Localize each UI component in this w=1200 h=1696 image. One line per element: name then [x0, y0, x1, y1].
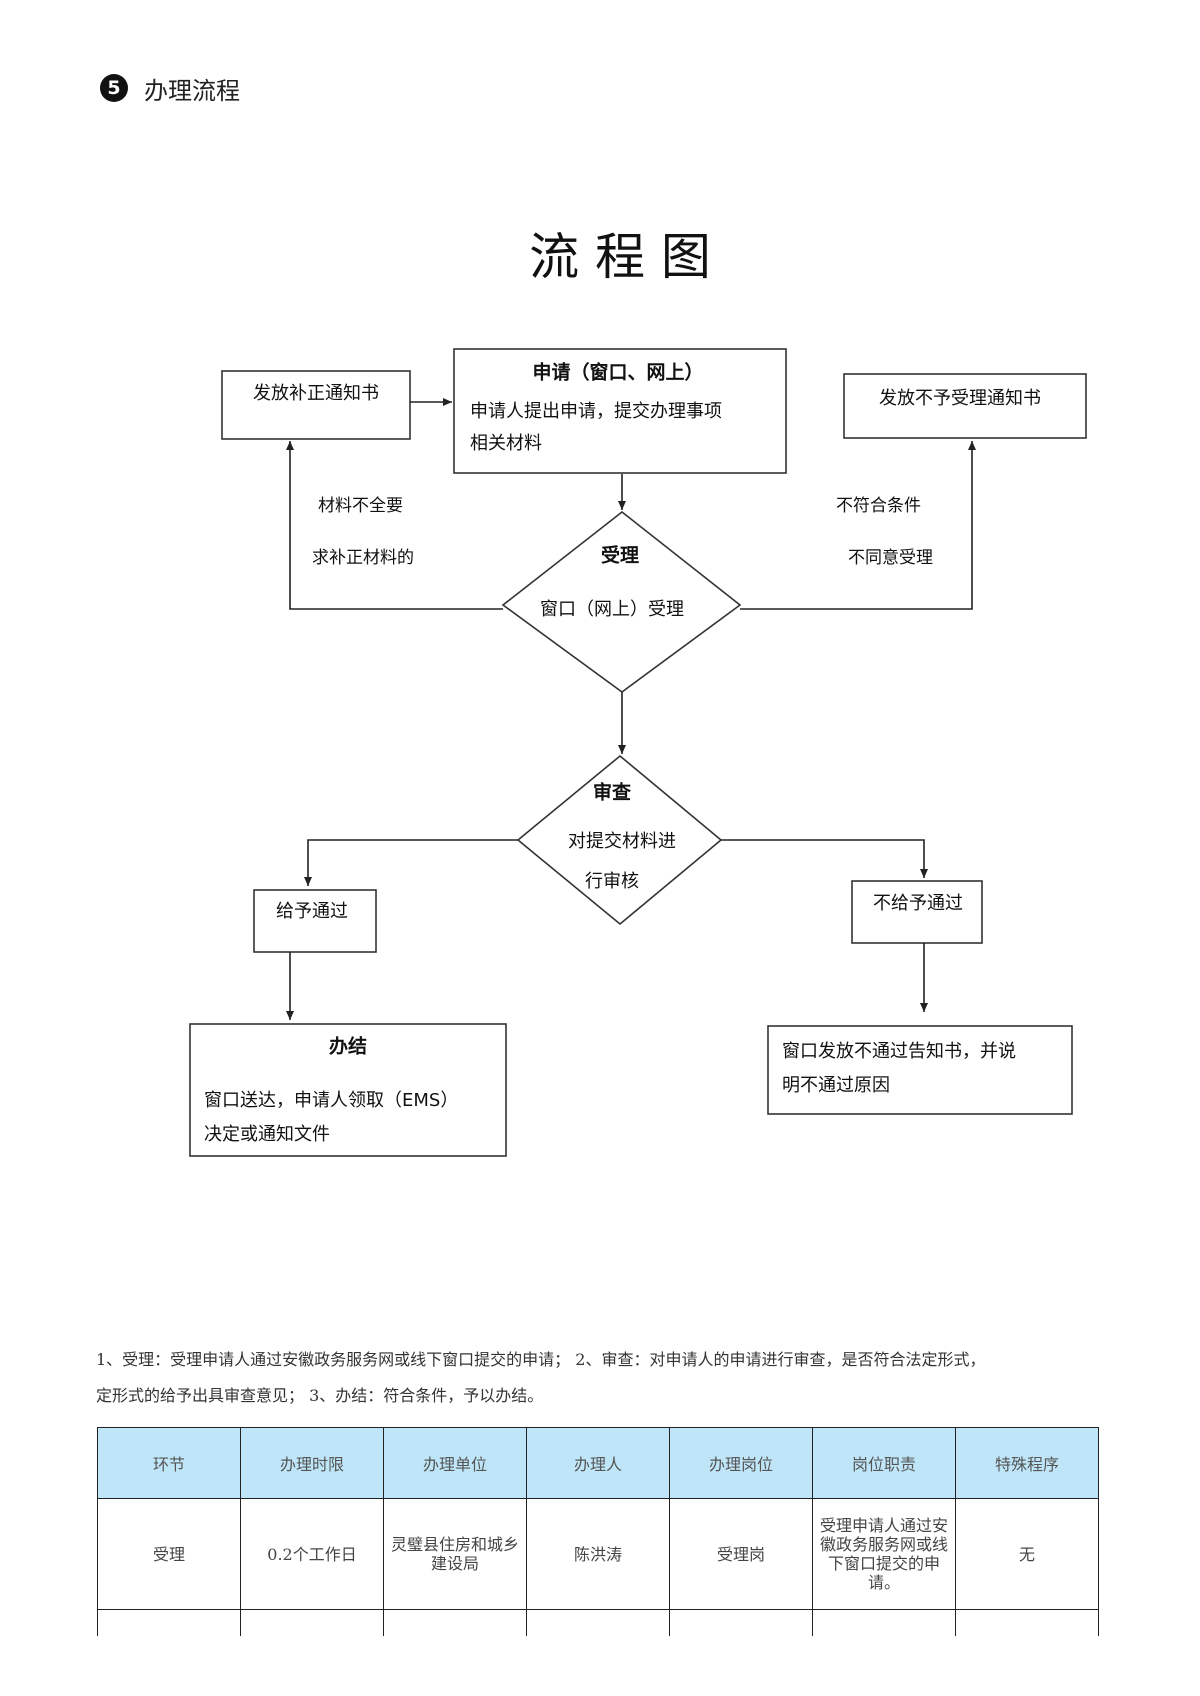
cell-unit: 灵璧县住房和城乡建设局	[383, 1498, 527, 1610]
cell-empty	[669, 1609, 813, 1636]
fail-box	[851, 880, 983, 944]
complete-title: 办结	[329, 1035, 367, 1058]
cell-post: 受理岗	[669, 1498, 813, 1610]
correction-notice-box	[221, 370, 411, 440]
cell-empty	[812, 1609, 956, 1636]
header-handler: 办理人	[526, 1427, 670, 1499]
cell-time-limit: 0.2个工作日	[240, 1498, 384, 1610]
header-unit: 办理单位	[383, 1427, 527, 1499]
section-title: 办理流程	[144, 76, 240, 105]
process-description: 1、受理：受理申请人通过安徽政务服务网或线下窗口提交的申请； 2、审查：对申请人…	[96, 1342, 1106, 1414]
label-unqualified-1: 不符合条件	[836, 496, 921, 516]
cell-duties: 受理申请人通过安徽政务服务网或线下窗口提交的申请。	[812, 1498, 956, 1610]
label-incomplete-1: 材料不全要	[318, 496, 403, 516]
cell-empty	[526, 1609, 670, 1636]
fail-notice-line-2: 明不通过原因	[782, 1075, 890, 1096]
apply-box	[453, 348, 787, 474]
fail-text: 不给予通过	[873, 893, 963, 914]
accept-title: 受理	[601, 544, 639, 567]
complete-line-1: 窗口送达，申请人领取（EMS）	[204, 1090, 458, 1111]
cell-handler: 陈洪涛	[526, 1498, 670, 1610]
header-special: 特殊程序	[955, 1427, 1099, 1499]
pass-text: 给予通过	[276, 901, 348, 922]
review-title: 审查	[593, 781, 632, 804]
complete-box	[189, 1023, 507, 1157]
reject-notice-text: 发放不予受理通知书	[879, 388, 1041, 409]
fail-notice-line-1: 窗口发放不通过告知书，并说	[782, 1041, 1016, 1062]
cell-empty	[240, 1609, 384, 1636]
fail-notice-box	[767, 1025, 1073, 1115]
description-line-1: 1、受理：受理申请人通过安徽政务服务网或线下窗口提交的申请； 2、审查：对申请人…	[96, 1350, 986, 1369]
reject-notice-box	[843, 373, 1087, 439]
accept-line-1: 窗口（网上）受理	[540, 599, 684, 620]
cell-empty	[383, 1609, 527, 1636]
arrow-review-to-pass	[304, 839, 518, 886]
description-line-2: 定形式的给予出具审查意见； 3、办结：符合条件，予以办结。	[96, 1386, 544, 1405]
process-flowchart: 流 程 图 申请（窗口、网上） 申请人提出申请，提交办理事项 相关材料 发放补正…	[189, 228, 1087, 1157]
header-stage: 环节	[97, 1427, 241, 1499]
label-incomplete-2: 求补正材料的	[312, 548, 414, 568]
pass-box	[253, 889, 377, 953]
header-post: 办理岗位	[669, 1427, 813, 1499]
cell-empty	[955, 1609, 1099, 1636]
correction-notice-text: 发放补正通知书	[253, 383, 379, 404]
review-diamond	[516, 754, 723, 926]
table-header-row: 环节 办理时限 办理单位 办理人 办理岗位 岗位职责 特殊程序	[97, 1427, 1099, 1499]
section-number-badge: 5	[100, 74, 128, 102]
label-unqualified-2: 不同意受理	[848, 548, 933, 568]
section-heading: 5 办理流程	[100, 68, 240, 108]
flowchart-title: 流 程 图	[529, 228, 711, 286]
header-duties: 岗位职责	[812, 1427, 956, 1499]
cell-empty	[97, 1609, 241, 1636]
process-table: 环节 办理时限 办理单位 办理人 办理岗位 岗位职责 特殊程序 受理 0.2个工…	[97, 1427, 1099, 1636]
apply-title: 申请（窗口、网上）	[532, 361, 703, 384]
review-line-1: 对提交材料进	[568, 831, 676, 852]
arrow-accept-to-reject	[740, 441, 976, 610]
complete-line-2: 决定或通知文件	[204, 1124, 330, 1145]
table-row: 受理 0.2个工作日 灵璧县住房和城乡建设局 陈洪涛 受理岗 受理申请人通过安徽…	[97, 1498, 1099, 1610]
apply-line-1: 申请人提出申请，提交办理事项	[470, 401, 722, 422]
header-time-limit: 办理时限	[240, 1427, 384, 1499]
cell-stage: 受理	[97, 1498, 241, 1610]
apply-line-2: 相关材料	[470, 433, 542, 454]
table-row-continued	[97, 1609, 1099, 1636]
review-line-2: 行审核	[585, 871, 639, 892]
arrow-review-to-fail	[721, 839, 928, 878]
arrow-accept-to-correction	[286, 441, 503, 610]
cell-special: 无	[955, 1498, 1099, 1610]
